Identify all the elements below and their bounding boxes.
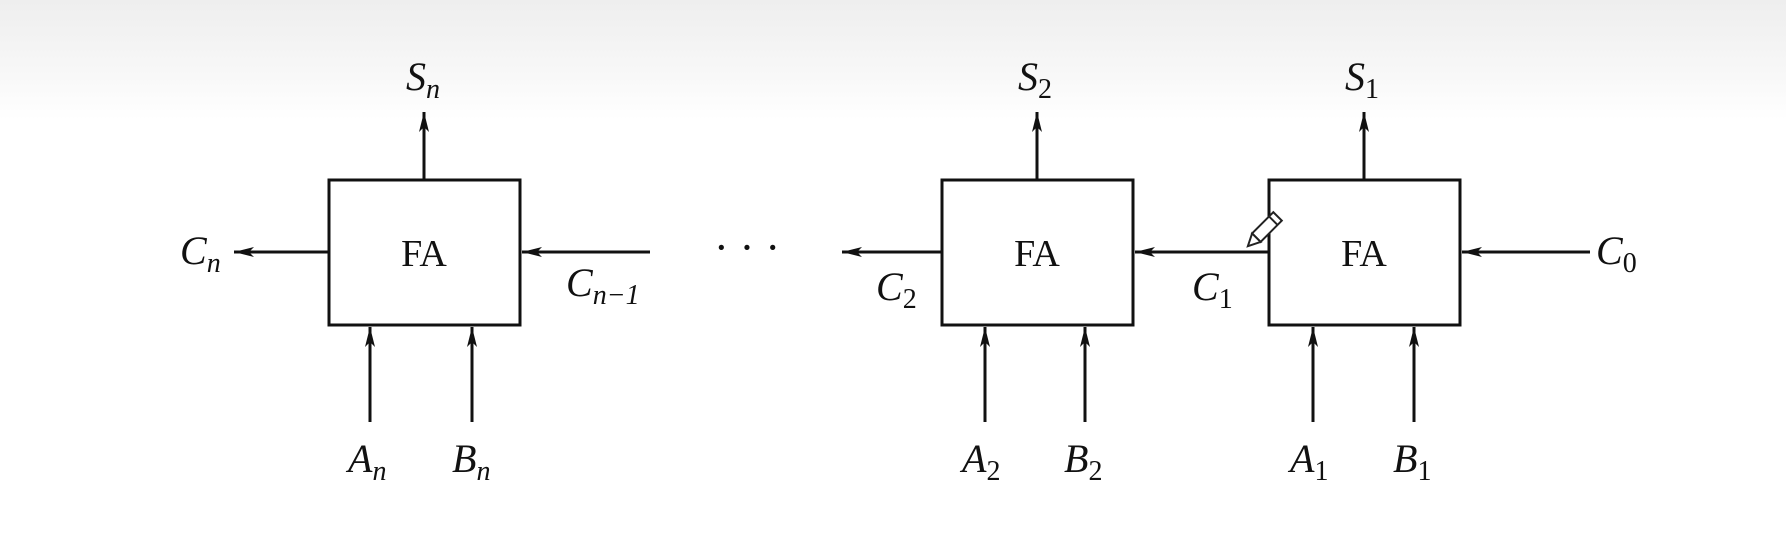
pencil-cursor-icon [1246,210,1284,248]
block-label-2: FA [1014,233,1060,275]
label-b-2: B2 [1064,436,1102,487]
block-label-n: FA [401,233,447,275]
label-a-n: An [345,436,386,487]
label-b-n: Bn [452,436,490,487]
ellipsis: · · · [714,223,780,272]
label-b-1: B1 [1393,436,1431,487]
label-s-2: S2 [1018,54,1052,105]
label-c-2: C2 [876,264,917,315]
label-c-0: C0 [1596,228,1637,279]
label-c-n: Cn [180,228,221,279]
label-a-2: A2 [959,436,1000,487]
label-c-n-minus-1: Cn−1 [566,260,640,311]
label-s-1: S1 [1345,54,1379,105]
block-label-1: FA [1341,233,1387,275]
label-c-1: C1 [1192,264,1233,315]
label-a-1: A1 [1287,436,1328,487]
label-s-n: Sn [406,54,440,105]
